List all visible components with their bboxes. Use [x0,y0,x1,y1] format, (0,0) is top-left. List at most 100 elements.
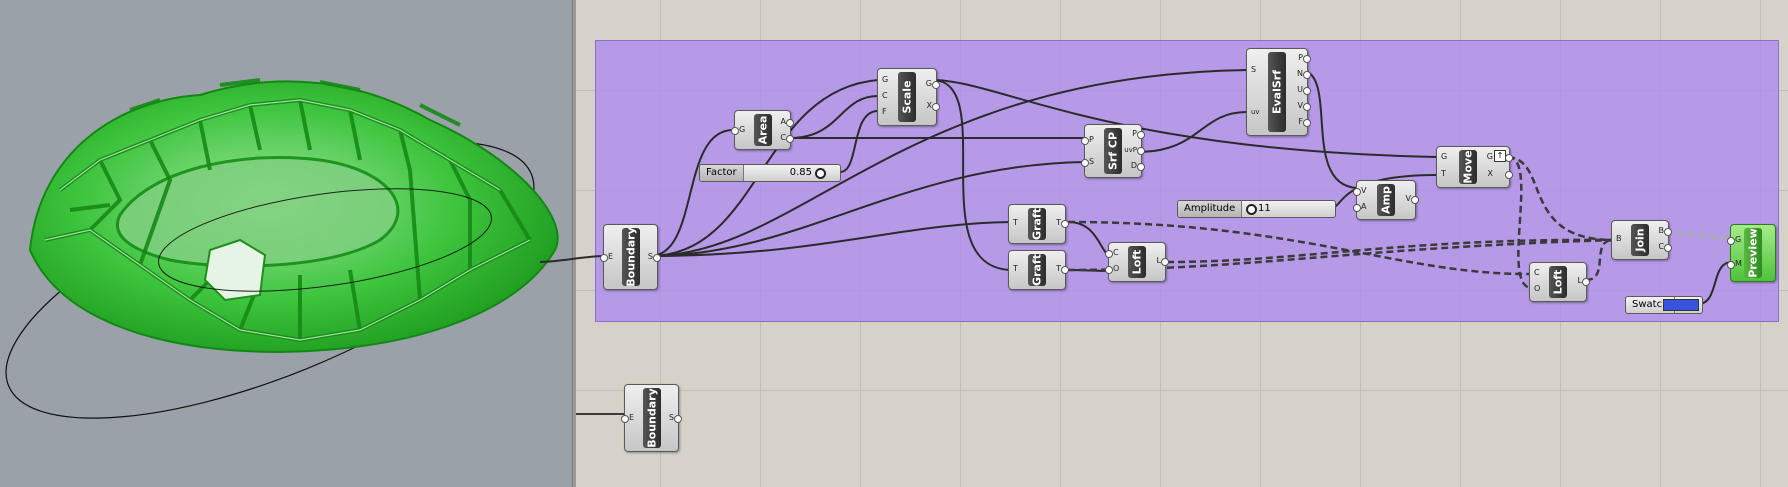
input-t[interactable]: T [1441,169,1446,178]
output-port[interactable] [1303,103,1311,111]
output-port[interactable] [653,254,661,262]
output-port[interactable] [932,103,940,111]
output-l[interactable]: L [1156,256,1161,265]
output-a[interactable]: A [780,117,786,126]
output-c[interactable]: C [780,133,786,142]
output-p[interactable]: P [1132,129,1137,138]
boundary-component[interactable]: Boundary E S [621,384,682,452]
output-port[interactable] [1303,71,1311,79]
output-port[interactable] [1061,266,1069,274]
output-port[interactable] [786,135,794,143]
input-g[interactable]: G [1735,235,1742,244]
graft-component[interactable]: Graft T T [1008,250,1069,290]
output-n[interactable]: N [1297,69,1303,78]
input-e[interactable]: E [629,413,635,422]
loft-component[interactable]: Loft C O L [1105,242,1169,282]
amplitude-slider[interactable]: Amplitude 11 [1177,200,1336,218]
input-port[interactable] [731,127,739,135]
output-p[interactable]: P [1298,53,1303,62]
output-port[interactable] [1664,244,1672,252]
input-o[interactable]: O [1113,264,1120,273]
join-component[interactable]: Join B B C [1611,220,1672,260]
input-port[interactable] [1105,250,1113,258]
amp-component[interactable]: Amp V A V [1353,180,1419,220]
output-g[interactable]: G [925,79,932,88]
input-s[interactable]: S [1089,157,1095,166]
input-c[interactable]: C [1113,248,1119,257]
slider-knob[interactable] [815,168,826,179]
input-o[interactable]: O [1534,284,1541,293]
graft-component[interactable]: Graft T T [1008,204,1069,244]
output-g[interactable]: G [1486,152,1493,161]
output-port[interactable] [1582,278,1590,286]
output-v[interactable]: V [1297,101,1303,110]
slider-knob[interactable] [1246,204,1257,215]
input-e[interactable]: E [608,252,614,261]
output-t[interactable]: T [1056,264,1061,273]
input-c[interactable]: C [1534,268,1540,277]
output-x[interactable]: X [926,101,932,110]
output-port[interactable] [1303,55,1311,63]
output-port[interactable] [786,119,794,127]
output-x[interactable]: X [1487,169,1493,178]
output-s[interactable]: S [647,252,653,261]
move-component[interactable]: Move G T G X ↑ [1436,146,1513,188]
input-port[interactable] [1105,266,1113,274]
input-g[interactable]: G [882,75,889,84]
output-port[interactable] [1303,119,1311,127]
output-port[interactable] [1303,87,1311,95]
panel-divider[interactable] [572,0,577,487]
input-port[interactable] [1353,204,1361,212]
input-port[interactable] [1353,188,1361,196]
input-s[interactable]: S [1251,65,1257,74]
input-f[interactable]: F [882,107,887,116]
output-port[interactable] [1505,171,1513,179]
loft-component[interactable]: Loft C O L [1529,262,1590,302]
boundary-component[interactable]: Boundary E S [600,224,661,290]
colour-swatch[interactable]: Swatch [1625,296,1703,314]
input-port[interactable] [1727,261,1735,269]
evalsrf-component[interactable]: EvalSrf S uv P N U V F [1246,48,1311,136]
input-g[interactable]: G [739,125,746,134]
input-port[interactable] [1727,237,1735,245]
srf-cp-component[interactable]: Srf CP P S P uvP D [1081,124,1145,178]
output-port[interactable] [1411,196,1419,204]
input-t[interactable]: T [1013,218,1018,227]
output-b[interactable]: B [1658,226,1665,235]
input-port[interactable] [1081,159,1089,167]
input-v[interactable]: V [1361,186,1367,195]
output-s[interactable]: S [668,413,674,422]
output-port[interactable] [1137,163,1145,171]
output-port[interactable] [1137,131,1145,139]
input-g[interactable]: G [1441,152,1448,161]
output-port[interactable] [1061,220,1069,228]
output-d[interactable]: D [1130,161,1137,170]
output-port[interactable] [1664,228,1672,236]
output-port[interactable] [1161,258,1169,266]
input-port[interactable] [600,254,608,262]
input-uv[interactable]: uv [1251,108,1260,116]
output-c[interactable]: C [1658,242,1664,251]
swatch-color[interactable] [1663,299,1699,311]
input-p[interactable]: P [1089,135,1094,144]
input-port[interactable] [621,415,629,423]
output-port[interactable] [1137,147,1145,155]
input-a[interactable]: A [1361,202,1367,211]
output-f[interactable]: F [1298,117,1303,126]
scale-component[interactable]: Scale G C F G X [877,68,940,126]
area-component[interactable]: Area G A C [731,110,794,150]
output-uvp[interactable]: uvP [1124,146,1137,154]
output-port[interactable] [1505,154,1513,162]
output-u[interactable]: U [1297,85,1303,94]
input-m[interactable]: M [1735,259,1742,268]
input-c[interactable]: C [882,91,888,100]
input-port[interactable] [1081,137,1089,145]
rhino-viewport[interactable] [0,0,572,487]
preview-component[interactable]: Preview G M [1727,224,1776,282]
output-t[interactable]: T [1056,218,1061,227]
input-t[interactable]: T [1013,264,1018,273]
output-port[interactable] [674,415,682,423]
output-l[interactable]: L [1577,276,1582,285]
output-port[interactable] [932,81,940,89]
input-b[interactable]: B [1616,234,1622,243]
